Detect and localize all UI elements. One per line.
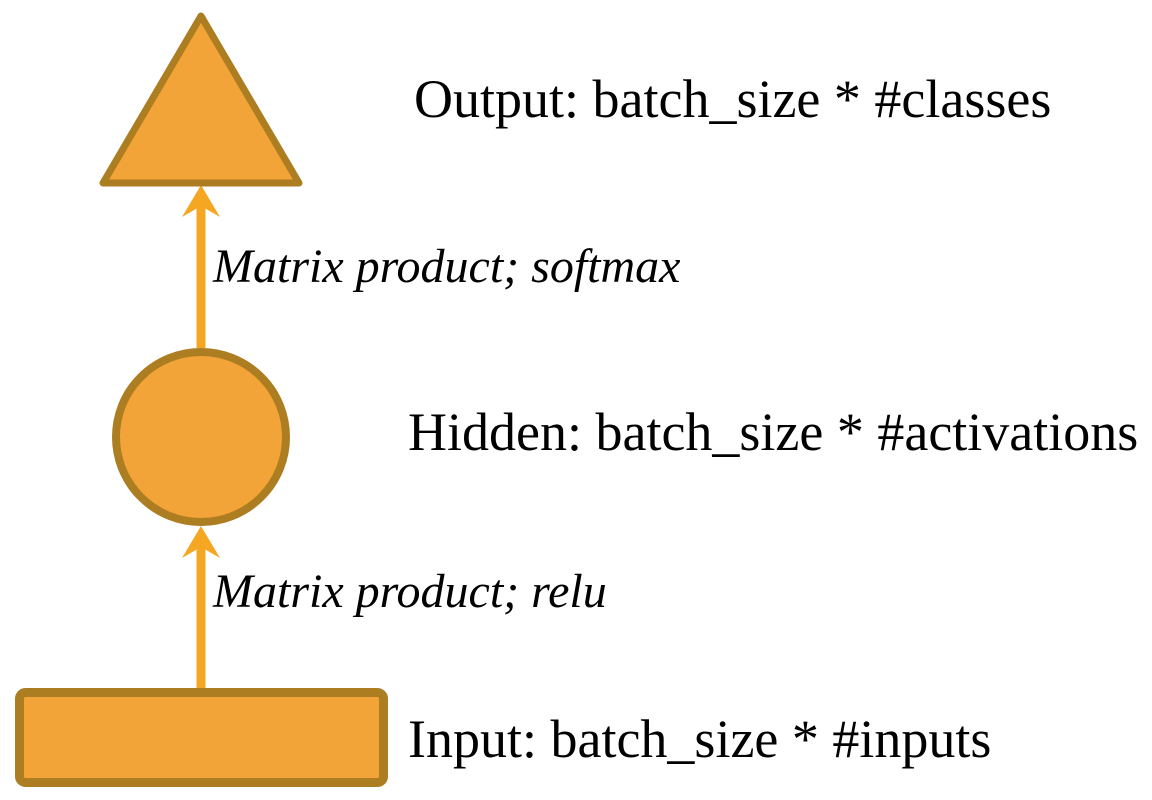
output-triangle-shape — [99, 12, 303, 187]
softmax-arrowhead-icon — [182, 185, 220, 217]
softmax-edge-label: Matrix product; softmax — [213, 240, 681, 293]
hidden-circle-shape — [112, 348, 290, 526]
relu-edge-label: Matrix product; relu — [213, 565, 607, 618]
relu-arrowhead-icon — [182, 526, 220, 558]
input-node-label: Input: batch_size * #inputs — [408, 709, 992, 769]
softmax-arrow — [182, 185, 220, 348]
relu-arrow — [182, 526, 220, 690]
output-node-label: Output: batch_size * #classes — [414, 69, 1052, 129]
hidden-node-label: Hidden: batch_size * #activations — [408, 402, 1139, 462]
input-rectangle-shape — [15, 688, 388, 787]
